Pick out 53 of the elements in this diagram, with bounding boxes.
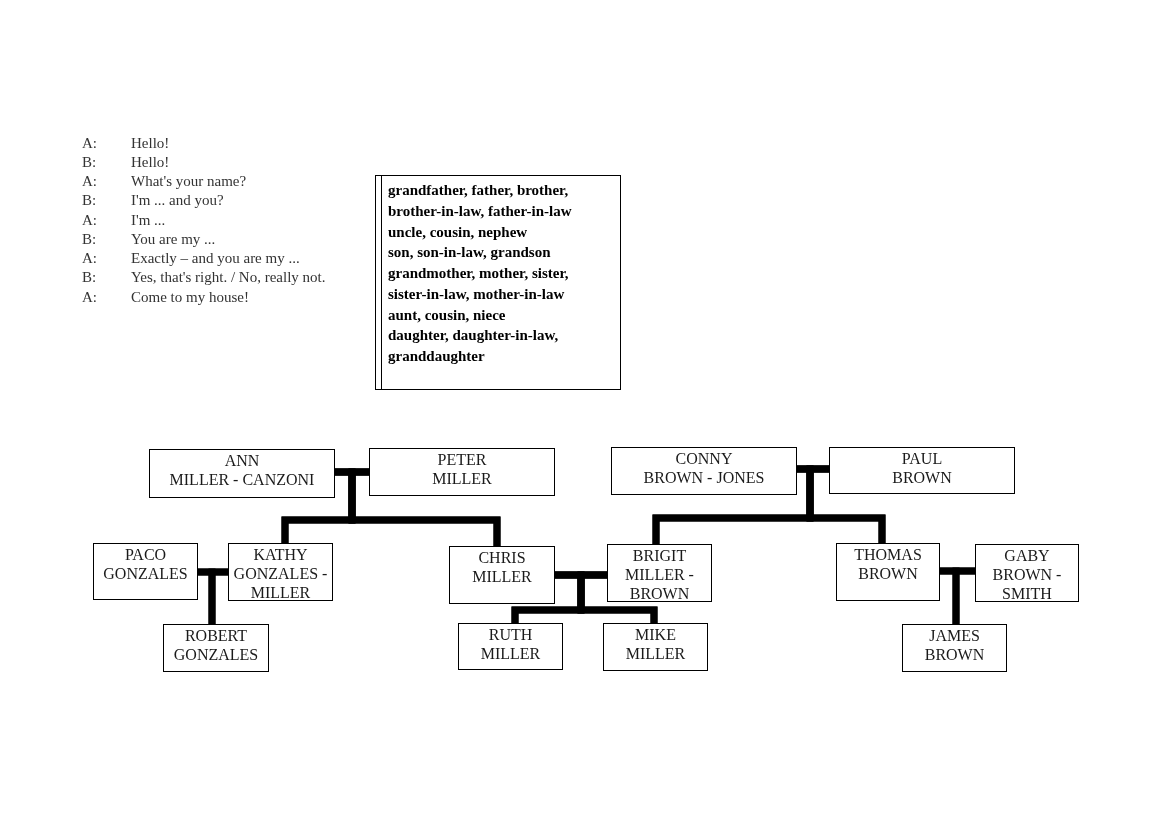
dialogue-line: Come to my house!: [131, 287, 249, 307]
dialogue-line: What's your name?: [131, 172, 247, 191]
person-name: ROBERT GONZALES: [173, 626, 259, 664]
speaker-label: A:: [82, 172, 97, 191]
person-name: JAMES BROWN: [924, 626, 985, 664]
kinship-words: uncle, cousin, nephew: [388, 222, 529, 242]
speaker-label: A:: [82, 249, 97, 268]
person-name: CHRIS MILLER: [472, 548, 532, 586]
name-box: [611, 447, 797, 495]
speaker-label: A:: [82, 133, 97, 153]
person-name: MIKE MILLER: [625, 625, 686, 663]
person-name: BRIGIT MILLER - BROWN: [624, 546, 695, 603]
dialogue-line: Yes, that's right. / No, really not.: [131, 268, 326, 288]
speaker-label: B:: [82, 229, 97, 249]
person-name: RUTH MILLER: [480, 625, 541, 663]
dialogue-line: I'm ... and you?: [131, 191, 224, 211]
name-box: [369, 448, 555, 496]
kinship-words: aunt, cousin, niece: [388, 305, 507, 325]
name-box: [163, 624, 269, 672]
person-name: KATHY GONZALES - MILLER: [232, 545, 329, 602]
speaker-label: B:: [82, 152, 97, 172]
connector-line: [208, 568, 228, 624]
speaker-label: A:: [82, 287, 97, 307]
name-box: [836, 543, 940, 601]
word-list-box: [375, 175, 621, 390]
speaker-label: A:: [82, 210, 97, 230]
name-box: [458, 623, 563, 670]
person-name: PAUL BROWN: [892, 449, 952, 487]
connector-line: [577, 571, 658, 623]
name-box: [603, 623, 708, 671]
name-box: [902, 624, 1007, 672]
person-name: PETER MILLER: [432, 450, 492, 488]
kinship-words: son, son-in-law, grandson: [388, 243, 552, 263]
dialogue-line: I'm ...: [131, 210, 166, 230]
person-name: GABY BROWN - SMITH: [991, 546, 1063, 603]
person-name: ANN MILLER - CANZONI: [169, 451, 315, 489]
name-box: [829, 447, 1015, 494]
connector-line: [952, 567, 975, 624]
speaker-label: B:: [82, 191, 97, 211]
dialogue-line: Exactly – and you are my ...: [131, 249, 300, 268]
kinship-words: daughter, daughter-in-law, granddaughter: [388, 326, 560, 366]
dialogue-line: You are my ...: [131, 229, 216, 249]
dialogue-line: Hello!: [131, 133, 170, 153]
speaker-label: B:: [82, 268, 97, 288]
name-box: [975, 544, 1079, 602]
name-box: [449, 546, 555, 604]
name-box: [93, 543, 198, 600]
name-box: [149, 449, 335, 498]
dialogue-line: Hello!: [131, 152, 170, 172]
person-name: PACO GONZALES: [103, 545, 188, 583]
name-box: [607, 544, 712, 602]
person-name: THOMAS BROWN: [854, 545, 922, 583]
person-name: CONNY BROWN - JONES: [643, 449, 765, 487]
